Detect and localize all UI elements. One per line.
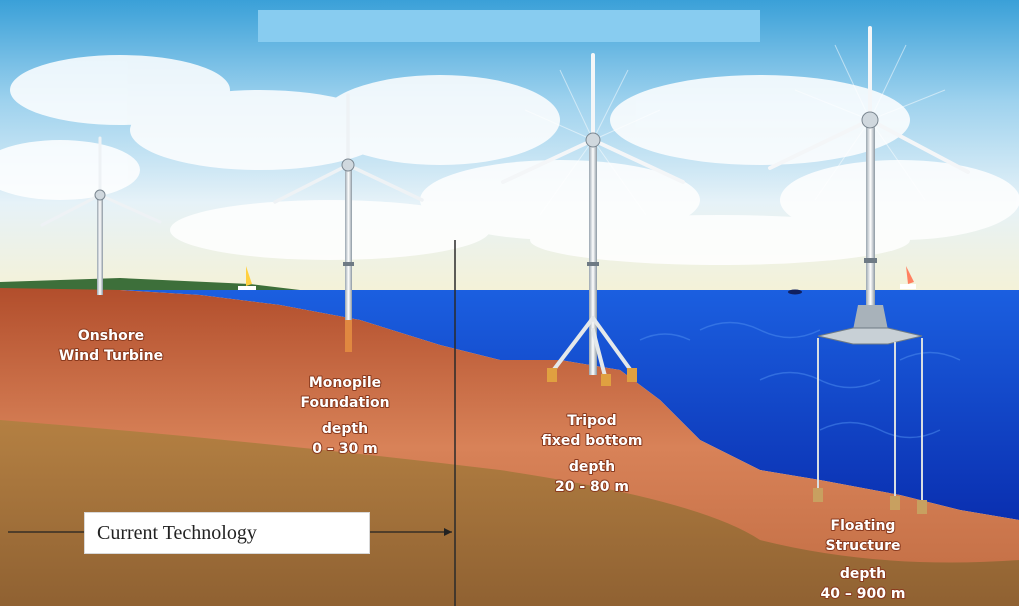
tripod-label: Tripod fixed bottom depth 20 - 80 m bbox=[540, 412, 643, 496]
deep-earth bbox=[0, 420, 1019, 606]
clouds bbox=[0, 55, 1019, 265]
monopile-depth-value: 0 – 30 m bbox=[312, 441, 377, 457]
monopile-depth-label: depth bbox=[322, 421, 368, 437]
monopile-label: Monopile Foundation depth 0 – 30 m bbox=[299, 374, 390, 458]
title-banner bbox=[258, 10, 760, 42]
water-ripples bbox=[639, 321, 961, 439]
onshore-label-line1: Onshore bbox=[78, 328, 144, 344]
distant-shore bbox=[0, 278, 300, 290]
onshore-label-line2: Wind Turbine bbox=[59, 348, 163, 364]
monopile-turbine bbox=[273, 93, 424, 352]
onshore-turbine bbox=[40, 136, 162, 295]
tripod-label-line1: Tripod bbox=[567, 413, 616, 429]
arrow-head bbox=[444, 528, 452, 536]
boat-icon bbox=[238, 266, 256, 290]
tripod-turbine bbox=[501, 53, 685, 386]
boat-icon bbox=[900, 266, 916, 289]
floating-label: Floating Structure depth 40 – 900 m bbox=[820, 517, 907, 603]
floating-depth-value: 40 – 900 m bbox=[821, 586, 906, 602]
tripod-label-line2: fixed bottom bbox=[541, 433, 642, 449]
monopile-label-line1: Monopile bbox=[309, 375, 381, 391]
floating-label-line1: Floating bbox=[831, 518, 896, 534]
monopile-label-line2: Foundation bbox=[300, 395, 389, 411]
buoy-icon bbox=[788, 289, 802, 295]
current-technology-box: Current Technology bbox=[84, 512, 370, 554]
sea bbox=[120, 290, 1019, 520]
onshore-label: Onshore Wind Turbine bbox=[58, 327, 164, 365]
tripod-depth-value: 20 - 80 m bbox=[555, 479, 629, 495]
tripod-depth-label: depth bbox=[569, 459, 615, 475]
floating-label-line2: Structure bbox=[825, 538, 900, 554]
floating-turbine bbox=[768, 26, 970, 514]
floating-depth-label: depth bbox=[840, 566, 886, 582]
current-technology-label: Current Technology bbox=[97, 521, 257, 544]
